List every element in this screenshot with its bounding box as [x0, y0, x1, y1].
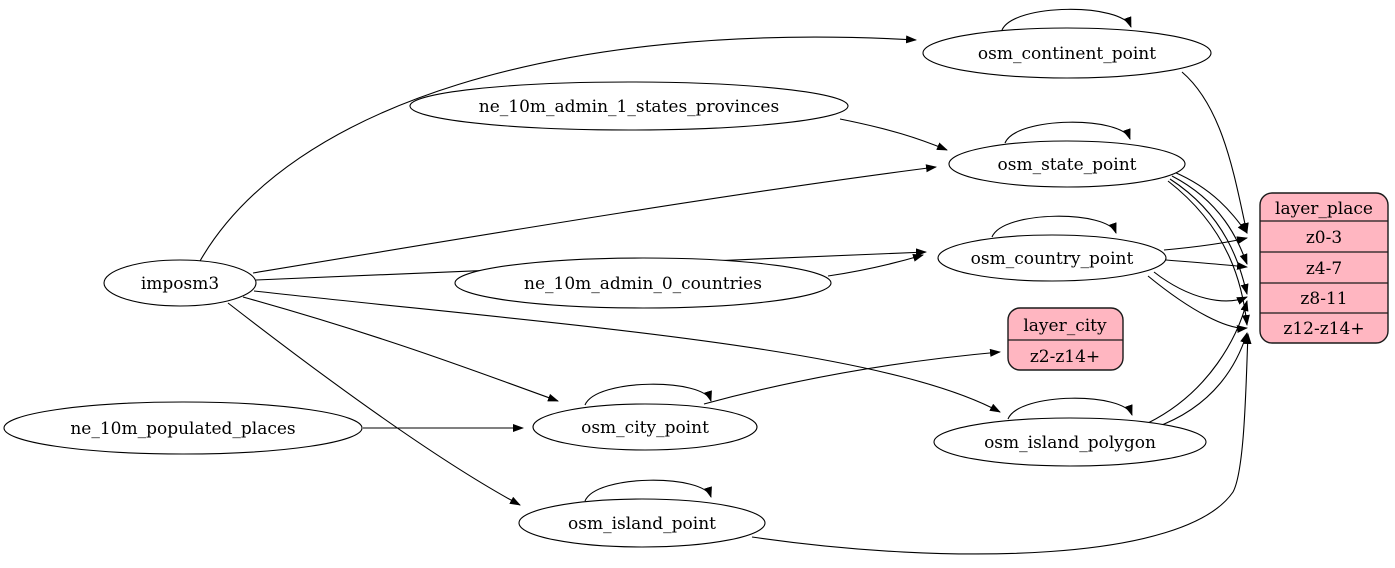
- edge-osm_state_point-layer_place-z0-3: [1173, 171, 1248, 234]
- edge-imposm3-osm_island_polygon: [253, 290, 1001, 413]
- city-label: osm_city_point: [581, 418, 709, 438]
- node-osm_continent_point: osm_continent_point: [922, 27, 1212, 79]
- edge-ne_10m_admin_0_countries-osm_country_point: [827, 254, 924, 277]
- edge-ne_10m_admin_1_states_provinces-osm_state_point: [839, 118, 948, 151]
- nep-label: ne_10m_populated_places: [70, 419, 295, 439]
- layer_place-title: layer_place: [1275, 199, 1373, 219]
- edge-imposm3-osm_state_point: [252, 164, 937, 274]
- layer_place-row-z12-z14: z12-z14+: [1283, 319, 1364, 339]
- islandpoly-label: osm_island_polygon: [984, 433, 1156, 453]
- continent-shape: [922, 27, 1212, 79]
- nep-shape: [3, 401, 363, 455]
- edge-osm_state_point-layer_place-z4-7: [1171, 175, 1248, 265]
- islandpt-label: osm_island_point: [568, 514, 716, 534]
- layer_place-row-z8-11: z8-11: [1300, 289, 1347, 309]
- edge-osm_island_polygon-layer_place-z8-11: [1147, 300, 1249, 424]
- node-layer_city: layer_city z2-z14+: [1007, 307, 1124, 371]
- node-osm_country_point: osm_country_point: [937, 234, 1167, 282]
- edge-osm_state_point-layer_place-z8-11: [1169, 178, 1249, 295]
- ne0-shape: [454, 257, 832, 309]
- node-ne_10m_populated_places: ne_10m_populated_places: [3, 401, 363, 455]
- islandpt-shape: [518, 498, 766, 548]
- layer_city-box: [1007, 307, 1124, 371]
- edge-osm_country_point-layer_place-z12-z14: [1147, 275, 1248, 334]
- node-ne_10m_admin_1_states_provinces: ne_10m_admin_1_states_provinces: [409, 81, 849, 131]
- ne0-label: ne_10m_admin_0_countries: [524, 274, 762, 294]
- edge-osm_city_point-layer_city-z2-z14: [703, 348, 1001, 405]
- edge-osm_continent_point-layer_place-z0-3: [1181, 71, 1249, 234]
- node-osm_island_point: osm_island_point: [518, 498, 766, 548]
- edge-osm_state_point-layer_place-z12-z14: [1167, 180, 1250, 326]
- ne1-shape: [409, 81, 849, 131]
- edge-osm_island_point-layer_place-z12-z14: [751, 333, 1252, 555]
- edge-osm_island_polygon-layer_place-z12-z14: [1153, 332, 1248, 429]
- state-label: osm_state_point: [998, 155, 1137, 175]
- layer_city-row-z2-z14: z2-z14+: [1030, 347, 1100, 367]
- selfloop-osm_city_point: [584, 383, 712, 406]
- city-shape: [532, 403, 758, 451]
- islandpoly-shape: [933, 417, 1207, 467]
- edge-osm_country_point-layer_place-z0-3: [1163, 236, 1248, 251]
- node-layer_place: layer_place z0-3 z4-7 z8-11 z12-z14+: [1259, 192, 1389, 344]
- continent-label: osm_continent_point: [978, 44, 1156, 64]
- edge-osm_country_point-layer_place-z4-7: [1165, 259, 1248, 270]
- selfloop-osm_island_point: [584, 479, 712, 502]
- node-imposm3: imposm3: [103, 259, 257, 307]
- node-osm_state_point: osm_state_point: [948, 140, 1186, 188]
- country-shape: [937, 234, 1167, 282]
- node-osm_city_point: osm_city_point: [532, 403, 758, 451]
- ne1-label: ne_10m_admin_1_states_provinces: [479, 97, 779, 117]
- imposm3-label: imposm3: [141, 274, 219, 294]
- edge-imposm3-osm_city_point: [242, 296, 559, 402]
- layer_place-row-z4-7: z4-7: [1306, 259, 1342, 279]
- selfloop-osm_country_point: [991, 215, 1117, 238]
- imposm3-shape: [103, 259, 257, 307]
- edges: [199, 8, 1252, 555]
- node-osm_island_polygon: osm_island_polygon: [933, 417, 1207, 467]
- edge-imposm3-osm_island_point: [227, 302, 521, 506]
- edge-imposm3-osm_continent_point: [199, 35, 917, 262]
- selfloop-osm_continent_point: [1001, 8, 1132, 31]
- layer_place-row-z0-3: z0-3: [1306, 228, 1342, 248]
- country-label: osm_country_point: [971, 249, 1134, 269]
- layer_city-title: layer_city: [1023, 316, 1107, 336]
- node-ne_10m_admin_0_countries: ne_10m_admin_0_countries: [454, 257, 832, 309]
- layer_place-box: [1259, 192, 1389, 344]
- edge-osm_country_point-layer_place-z8-11: [1153, 271, 1248, 305]
- selfloop-osm_state_point: [1004, 121, 1131, 144]
- selfloop-osm_island_polygon: [1007, 397, 1133, 420]
- state-shape: [948, 140, 1186, 188]
